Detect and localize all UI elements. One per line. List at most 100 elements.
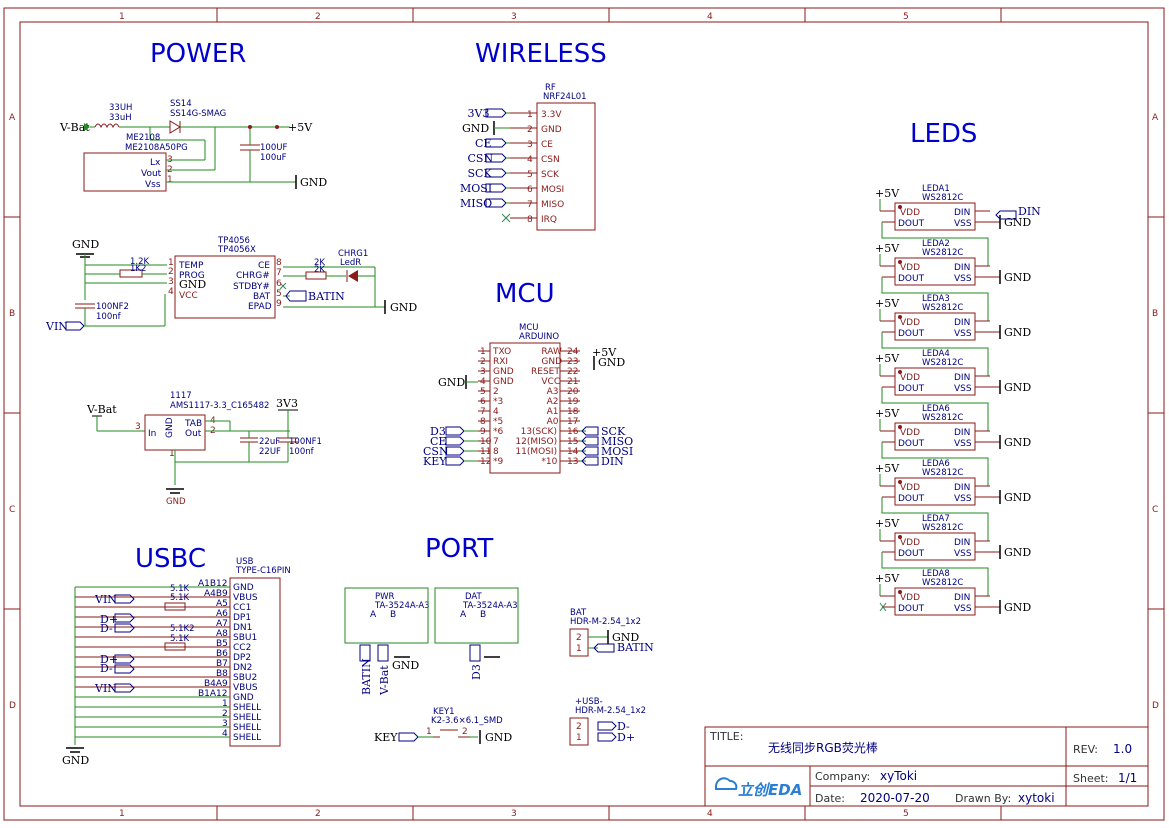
row-label-right: C xyxy=(1152,505,1158,515)
rf-pin-num: 4 xyxy=(527,155,533,165)
mcu-pin-left: *5 xyxy=(493,417,503,427)
usb-pin-num: A6 xyxy=(216,609,228,619)
usb-pin-num: B4A9 xyxy=(204,679,228,689)
led-body xyxy=(894,477,976,506)
mcu-pin-num-right: 23 xyxy=(567,357,578,367)
led-pin-vss: VSS xyxy=(954,274,972,284)
led-body xyxy=(894,587,976,616)
mcu-pin-num-right: 21 xyxy=(567,377,578,387)
mcu-pin-left: *3 xyxy=(493,397,503,407)
drawn-value: xytoki xyxy=(1018,791,1055,805)
usb-pin-num: B1A12 xyxy=(198,689,228,699)
led-pin-vdd: VDD xyxy=(900,373,920,383)
mcu-pin-right: A2 xyxy=(547,397,559,407)
cap-100nf2-value: 100nf xyxy=(96,312,122,322)
net-batin-bat: BATIN xyxy=(617,641,654,654)
row-label-right: B xyxy=(1152,309,1158,319)
led-ref: LEDA2 xyxy=(922,239,950,249)
section-title-mcu: MCU xyxy=(495,279,555,309)
mcu-pin-right: 13(SCK) xyxy=(521,427,557,437)
led-pin-din: DIN xyxy=(954,538,970,548)
inner-frame xyxy=(19,21,1149,807)
net-batin: BATIN xyxy=(308,290,345,303)
svg-text:TAB: TAB xyxy=(184,419,202,429)
led-ref: LEDA1 xyxy=(922,184,950,194)
net-plus5-mcu: +5V xyxy=(592,346,617,359)
led-pin-vdd: VDD xyxy=(900,538,920,548)
net-gnd: GND xyxy=(300,176,327,189)
usb-value: TYPE-C16PIN xyxy=(235,566,291,576)
led-pin-vss: VSS xyxy=(954,219,972,229)
rf-net-label: GND xyxy=(462,122,489,135)
logo-text: 立创EDA xyxy=(738,781,802,799)
led-pin-vss: VSS xyxy=(954,384,972,394)
net-din-led: DIN xyxy=(1018,205,1041,218)
mcu-pin-left: 2 xyxy=(493,387,499,397)
net-vbat: V-Bat xyxy=(59,121,90,134)
mcu-pin-left: 8 xyxy=(493,447,499,457)
mcu-net-left: CE xyxy=(430,435,446,448)
mcu-pin-left: RXI xyxy=(493,357,508,367)
mcu-pin-num-right: 15 xyxy=(567,437,578,447)
usb-hdr-value: HDR-M-2.54_1x2 xyxy=(575,706,646,716)
title-value: 无线同步RGB荧光棒 xyxy=(768,741,878,755)
mcu-pin-right: GND xyxy=(541,357,562,367)
rf-pin-num: 3 xyxy=(527,140,533,150)
net-vin: VIN xyxy=(45,320,68,333)
mcu-pin-num-left: 3 xyxy=(480,367,486,377)
net-gnd-mcu: GND xyxy=(598,356,625,369)
mcu-body xyxy=(489,342,561,474)
led-chrg-value: LedR xyxy=(340,258,361,268)
pwr-ref: PWR xyxy=(375,592,395,602)
led-net-plus5: +5V xyxy=(875,187,900,200)
usb-pin-label: SHELL xyxy=(233,703,261,713)
section-title-leds: LEDS xyxy=(910,119,977,149)
ldo-ref: 1117 xyxy=(170,391,192,401)
svg-text:1: 1 xyxy=(167,175,173,185)
svg-text:2: 2 xyxy=(462,727,468,737)
rf-pin-label: IRQ xyxy=(541,215,557,225)
led-net-gnd: GND xyxy=(1004,436,1031,449)
rf-value: NRF24L01 xyxy=(543,92,587,102)
led-net-gnd: GND xyxy=(1004,326,1031,339)
usb-pin-label: CC2 xyxy=(233,643,251,653)
port-block: PWR TA-3524A-A3 A B DAT TA-3524A-A3 A B … xyxy=(344,587,654,746)
led-pin-vss: VSS xyxy=(954,494,972,504)
usb-pin-num: B8 xyxy=(216,669,228,679)
charger-ic-ref: TP4056 xyxy=(217,236,250,246)
mcu-pin-right: 11(MOSI) xyxy=(515,447,557,457)
led-pin-vdd: VDD xyxy=(900,208,920,218)
led-pin-vss: VSS xyxy=(954,329,972,339)
dat-value: TA-3524A-A3 xyxy=(462,601,518,611)
mcu-pin-num-right: 13 xyxy=(567,457,578,467)
company-value: xyToki xyxy=(880,769,917,783)
din-port xyxy=(995,210,1017,220)
usb-pin-label: SHELL xyxy=(233,713,261,723)
pwr-value: TA-3524A-A3 xyxy=(374,601,430,611)
svg-text:GND: GND xyxy=(179,278,206,291)
mcu-pin-num-right: 19 xyxy=(567,397,579,407)
col-label-bottom: 1 xyxy=(119,809,125,819)
cap-100nf1-ref: 100NF1 xyxy=(289,437,322,447)
led-pin-dout: DOUT xyxy=(898,219,925,229)
mcu-pin-right: *10 xyxy=(541,457,557,467)
usb-pin-label: GND xyxy=(233,583,254,593)
led-ref: LEDA7 xyxy=(922,514,950,524)
net-gnd-epad: GND xyxy=(390,301,417,314)
net-gnd-key: GND xyxy=(485,731,512,744)
net-gnd-charger: GND xyxy=(72,238,99,251)
date-value: 2020-07-20 xyxy=(860,791,930,805)
mcu-pin-right: RAW xyxy=(541,347,562,357)
svg-text:A: A xyxy=(370,610,377,620)
key-ref: KEY1 xyxy=(433,707,455,717)
mcu-pin-num-left: 5 xyxy=(480,387,486,397)
col-label-bottom: 5 xyxy=(903,809,909,819)
rf-ref: RF xyxy=(545,83,556,93)
rf-pin-label: MOSI xyxy=(541,185,564,195)
rf-pin-num: 8 xyxy=(527,215,533,225)
ldo-value: AMS1117-3.3_C165482 xyxy=(170,401,269,411)
led-body xyxy=(894,422,976,451)
led-pin-dout: DOUT xyxy=(898,549,925,559)
rev-value: 1.0 xyxy=(1113,742,1132,756)
net-dp-hdr: D+ xyxy=(617,731,635,744)
